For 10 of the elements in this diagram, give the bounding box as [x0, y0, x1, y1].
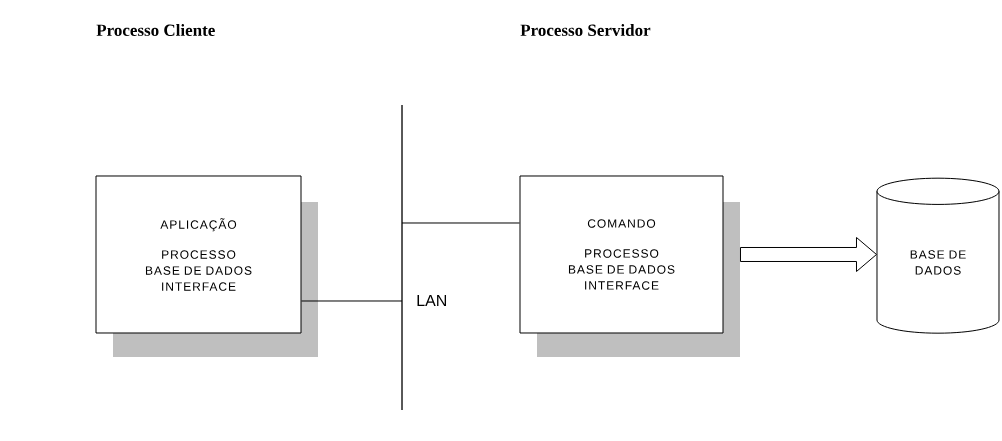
process-box: COMANDO PROCESSO BASE DE DADOS INTERFACE — [519, 175, 724, 334]
connector-line — [401, 222, 520, 224]
lan-bus-line — [401, 104, 403, 411]
heading: Processo Cliente — [96, 24, 215, 36]
network-label: LAN — [417, 295, 446, 306]
process-box: APLICAÇÃO PROCESSO BASE DE DADOS INTERFACE — [95, 175, 302, 334]
database-cylinder: BASE DE DADOS — [876, 177, 1000, 334]
block-arrow — [740, 237, 877, 272]
connector-line — [301, 300, 403, 302]
heading: Processo Servidor — [520, 24, 651, 36]
